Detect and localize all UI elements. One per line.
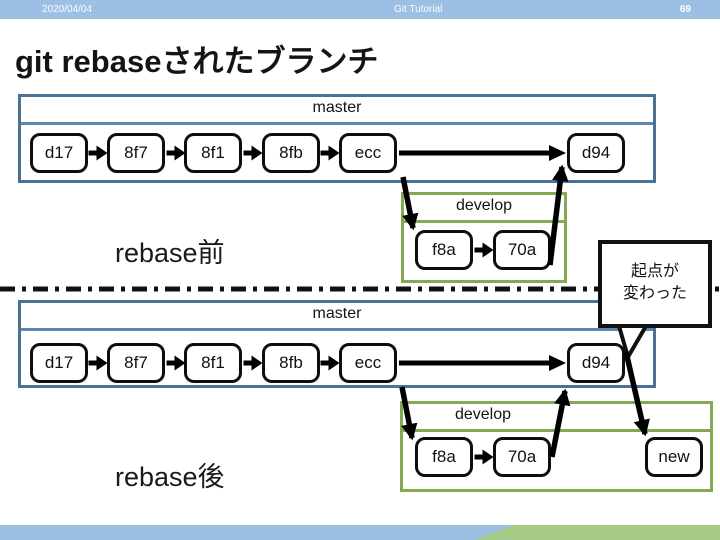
before-develop-divider [404, 220, 564, 223]
after-master-container [18, 300, 656, 388]
commit-node: new [645, 437, 703, 477]
after-develop-divider [403, 429, 710, 432]
after-master-label: master [312, 305, 362, 322]
commit-node: 8fb [262, 343, 320, 383]
commit-node: ecc [339, 343, 397, 383]
commit-node: 8f7 [107, 343, 165, 383]
after-master-divider [21, 328, 653, 331]
footer-band-green [473, 525, 720, 540]
before-master-divider [21, 122, 653, 125]
commit-node: 8f7 [107, 133, 165, 173]
slide-title: git rebaseされたブランチ [15, 44, 379, 79]
commit-node: 70a [493, 437, 551, 477]
before-caption: rebase前 [115, 238, 225, 268]
callout-bubble: 起点が 変わった [598, 240, 712, 328]
commit-node: f8a [415, 230, 473, 270]
commit-node: f8a [415, 437, 473, 477]
before-master-container [18, 94, 656, 183]
header-bar: 2020/04/04 Git Tutorial 69 [0, 0, 720, 19]
before-master-label: master [312, 99, 362, 116]
commit-node: d17 [30, 343, 88, 383]
header-date: 2020/04/04 [42, 4, 93, 15]
after-caption: rebase後 [115, 462, 225, 492]
after-develop-label: develop [454, 406, 512, 423]
commit-node: 8f1 [184, 133, 242, 173]
commit-node: d17 [30, 133, 88, 173]
commit-node: ecc [339, 133, 397, 173]
commit-node: d94 [567, 343, 625, 383]
commit-node: d94 [567, 133, 625, 173]
commit-node: 8f1 [184, 343, 242, 383]
header-title: Git Tutorial [394, 4, 443, 15]
callout-text-line2: 変わった [622, 285, 687, 302]
callout-text-line1: 起点が [630, 263, 679, 280]
commit-node: 8fb [262, 133, 320, 173]
before-develop-label: develop [455, 197, 513, 214]
before-develop-container [401, 192, 567, 283]
page-number: 69 [679, 4, 691, 15]
commit-node: 70a [493, 230, 551, 270]
